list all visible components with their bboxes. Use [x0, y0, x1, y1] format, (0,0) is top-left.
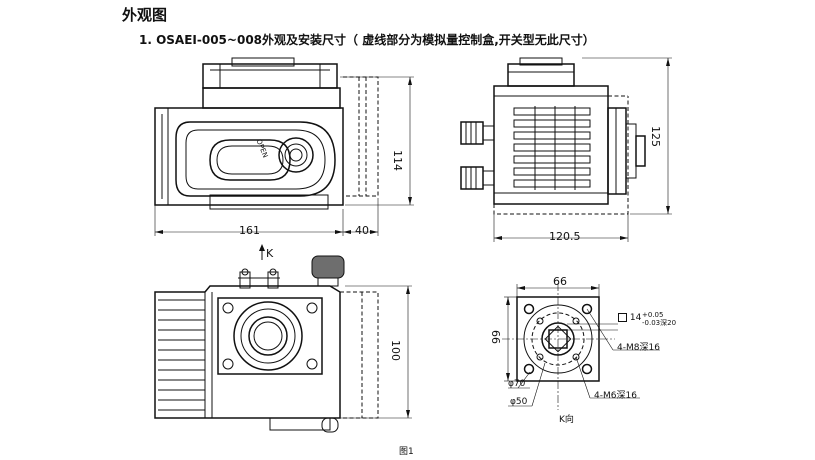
side-height-label: 125: [649, 126, 662, 147]
top-view-drawing: [154, 244, 412, 433]
front-height-label: 114: [391, 150, 404, 171]
side-width-label: 120.5: [549, 230, 581, 243]
thread-m6-label: 4-M6深16: [594, 391, 637, 401]
thread-m8-label: 4-M8深16: [617, 343, 660, 353]
dia-70-label: φ70: [508, 379, 526, 389]
top-height-label: 100: [389, 340, 402, 361]
flange-view-drawing: [502, 283, 660, 410]
side-view-drawing: [460, 57, 672, 242]
front-view-drawing: [154, 57, 414, 236]
square-tol-upper: +0.05: [642, 311, 664, 319]
flange-width-label: 66: [553, 275, 567, 288]
front-extension-label: 40: [355, 224, 369, 237]
flange-height-label: 66: [489, 330, 502, 344]
page-heading: 外观图: [122, 6, 168, 24]
figure-caption: 图1: [399, 447, 414, 457]
view-arrow-label: K: [266, 247, 274, 260]
square-tol-lower: -0.03深20: [642, 319, 677, 327]
section-subtitle: 1. OSAEI-005~008外观及安装尺寸（ 虚线部分为模拟量控制盒,开关型…: [139, 33, 595, 47]
front-width-label: 161: [239, 224, 260, 237]
square-size-label: 14: [618, 313, 641, 323]
flange-view-caption: K向: [559, 415, 574, 425]
square-symbol-icon: [618, 313, 627, 322]
dia-50-label: φ50: [510, 397, 528, 407]
